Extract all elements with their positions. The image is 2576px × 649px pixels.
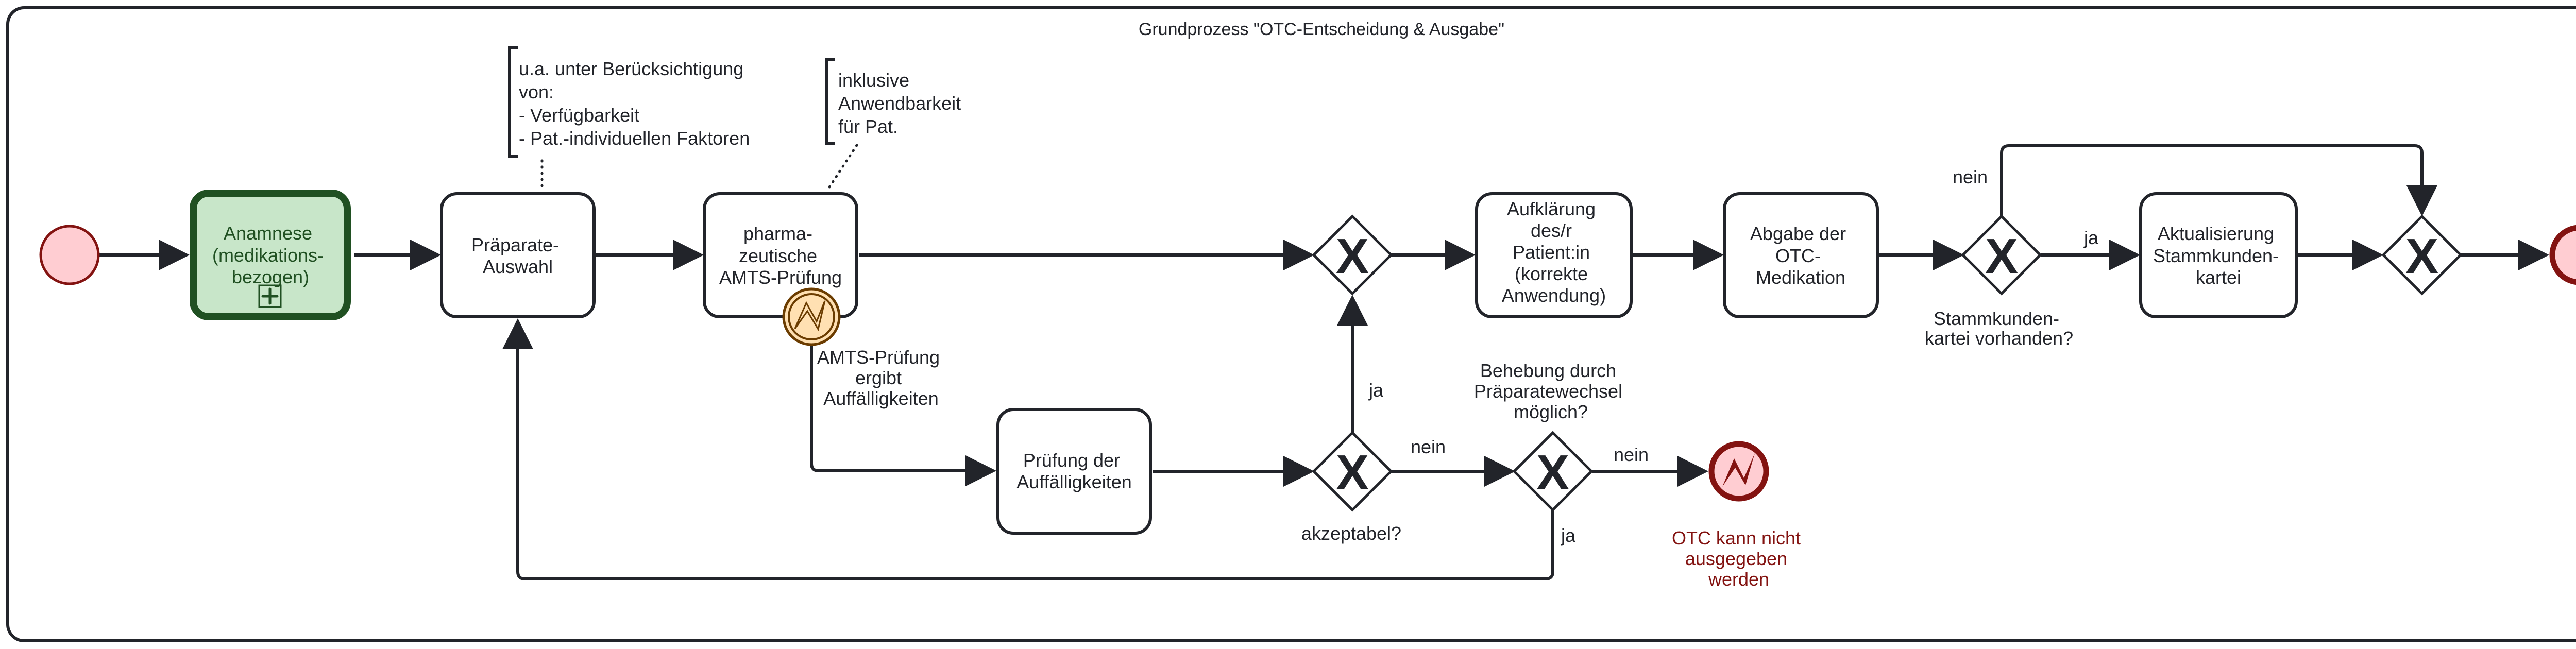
gateway-x-icon: X: [1336, 445, 1369, 500]
gateway-akzeptabel[interactable]: X: [1312, 431, 1393, 512]
task-amts-pruefung[interactable]: pharma- zeutische AMTS-Prüfung: [703, 192, 858, 318]
task-aktualisierung[interactable]: Aktualisierung Stammkunden- kartei: [2139, 192, 2298, 318]
flow-label-akzeptabel-nein: nein: [1411, 436, 1446, 457]
start-event[interactable]: [39, 225, 100, 285]
task-pruefung-auffaelligkeiten[interactable]: Prüfung der Auffälligkeiten: [996, 408, 1152, 535]
boundary-event-label: AMTS-Prüfung ergibt Auffälligkeiten: [817, 347, 945, 409]
annotation-praeparate-text: u.a. unter Berücksichtigung von: - Verfü…: [519, 58, 750, 149]
gateway-behebung-label: Behebung durch Präparatewechsel möglich?: [1474, 360, 1628, 422]
gateway-akzeptabel-label: akzeptabel?: [1301, 523, 1401, 544]
sequence-flows: [99, 144, 2549, 580]
lightning-icon: [1722, 453, 1755, 487]
task-amts-pruefung-label: pharma- zeutische AMTS-Prüfung: [719, 223, 842, 288]
flow-behebung-ja[interactable]: [502, 318, 1554, 580]
gateway-stammkunde-label: Stammkunden- kartei vorhanden?: [1925, 308, 2073, 349]
task-abgabe[interactable]: Abgabe der OTC- Medikation: [1723, 192, 1879, 318]
flow-label-stammkunde-ja: ja: [2083, 227, 2099, 248]
lightning-icon: [794, 300, 826, 331]
gateway-behebung[interactable]: X: [1512, 431, 1594, 512]
flow-stammkunde-nein[interactable]: [2000, 144, 2437, 216]
subprocess-anamnese[interactable]: Anamnese (medikations- bezogen): [190, 190, 351, 320]
collapsed-subprocess-plus-icon[interactable]: [258, 284, 282, 308]
gateway-merge-2[interactable]: X: [2381, 214, 2463, 296]
error-end-event-label: OTC kann nicht ausgegeben werden: [1672, 527, 1806, 590]
gateway-stammkunde[interactable]: X: [1961, 214, 2042, 296]
flow-label-akzeptabel-ja: ja: [1368, 380, 1384, 401]
annotation-amts-text: inklusive Anwendbarkeit für Pat.: [838, 70, 966, 137]
annotation-praeparate: u.a. unter Berücksichtigung von: - Verfü…: [508, 46, 750, 158]
flow-label-behebung-ja: ja: [1561, 525, 1576, 546]
flow-label-stammkunde-nein: nein: [1953, 166, 1988, 187]
pool-title: Grundprozess "OTC-Entscheidung & Ausgabe…: [1139, 20, 1504, 39]
task-aufklaerung-label: Aufklärung des/r Patient:in (korrekte An…: [1502, 198, 1606, 306]
association-amts-note: [828, 144, 858, 189]
boundary-error-event[interactable]: [782, 287, 841, 346]
task-pruefung-label: Prüfung der Auffälligkeiten: [1016, 450, 1132, 492]
task-praeparate-auswahl[interactable]: Präparate- Auswahl: [440, 192, 596, 318]
task-aufklaerung[interactable]: Aufklärung des/r Patient:in (korrekte An…: [1475, 192, 1633, 318]
flow-label-behebung-nein: nein: [1614, 444, 1649, 465]
annotation-amts: inklusive Anwendbarkeit für Pat.: [825, 58, 966, 145]
error-end-event[interactable]: [1708, 441, 1769, 502]
task-abgabe-label: Abgabe der OTC- Medikation: [1750, 223, 1851, 288]
gateway-x-icon: X: [1985, 229, 2018, 284]
gateway-x-icon: X: [1536, 445, 1569, 500]
task-aktualisierung-label: Aktualisierung Stammkunden- kartei: [2153, 223, 2284, 288]
flow-boundary-pruefung[interactable]: [810, 346, 996, 486]
pool-border: [6, 6, 2576, 642]
subprocess-anamnese-label: Anamnese (medikations- bezogen): [212, 223, 329, 287]
gateway-x-icon: X: [2405, 229, 2438, 284]
task-praeparate-auswahl-label: Präparate- Auswahl: [471, 234, 564, 277]
gateway-x-icon: X: [1336, 229, 1369, 284]
gateway-merge-1[interactable]: X: [1312, 214, 1393, 296]
end-event[interactable]: [2549, 225, 2576, 285]
